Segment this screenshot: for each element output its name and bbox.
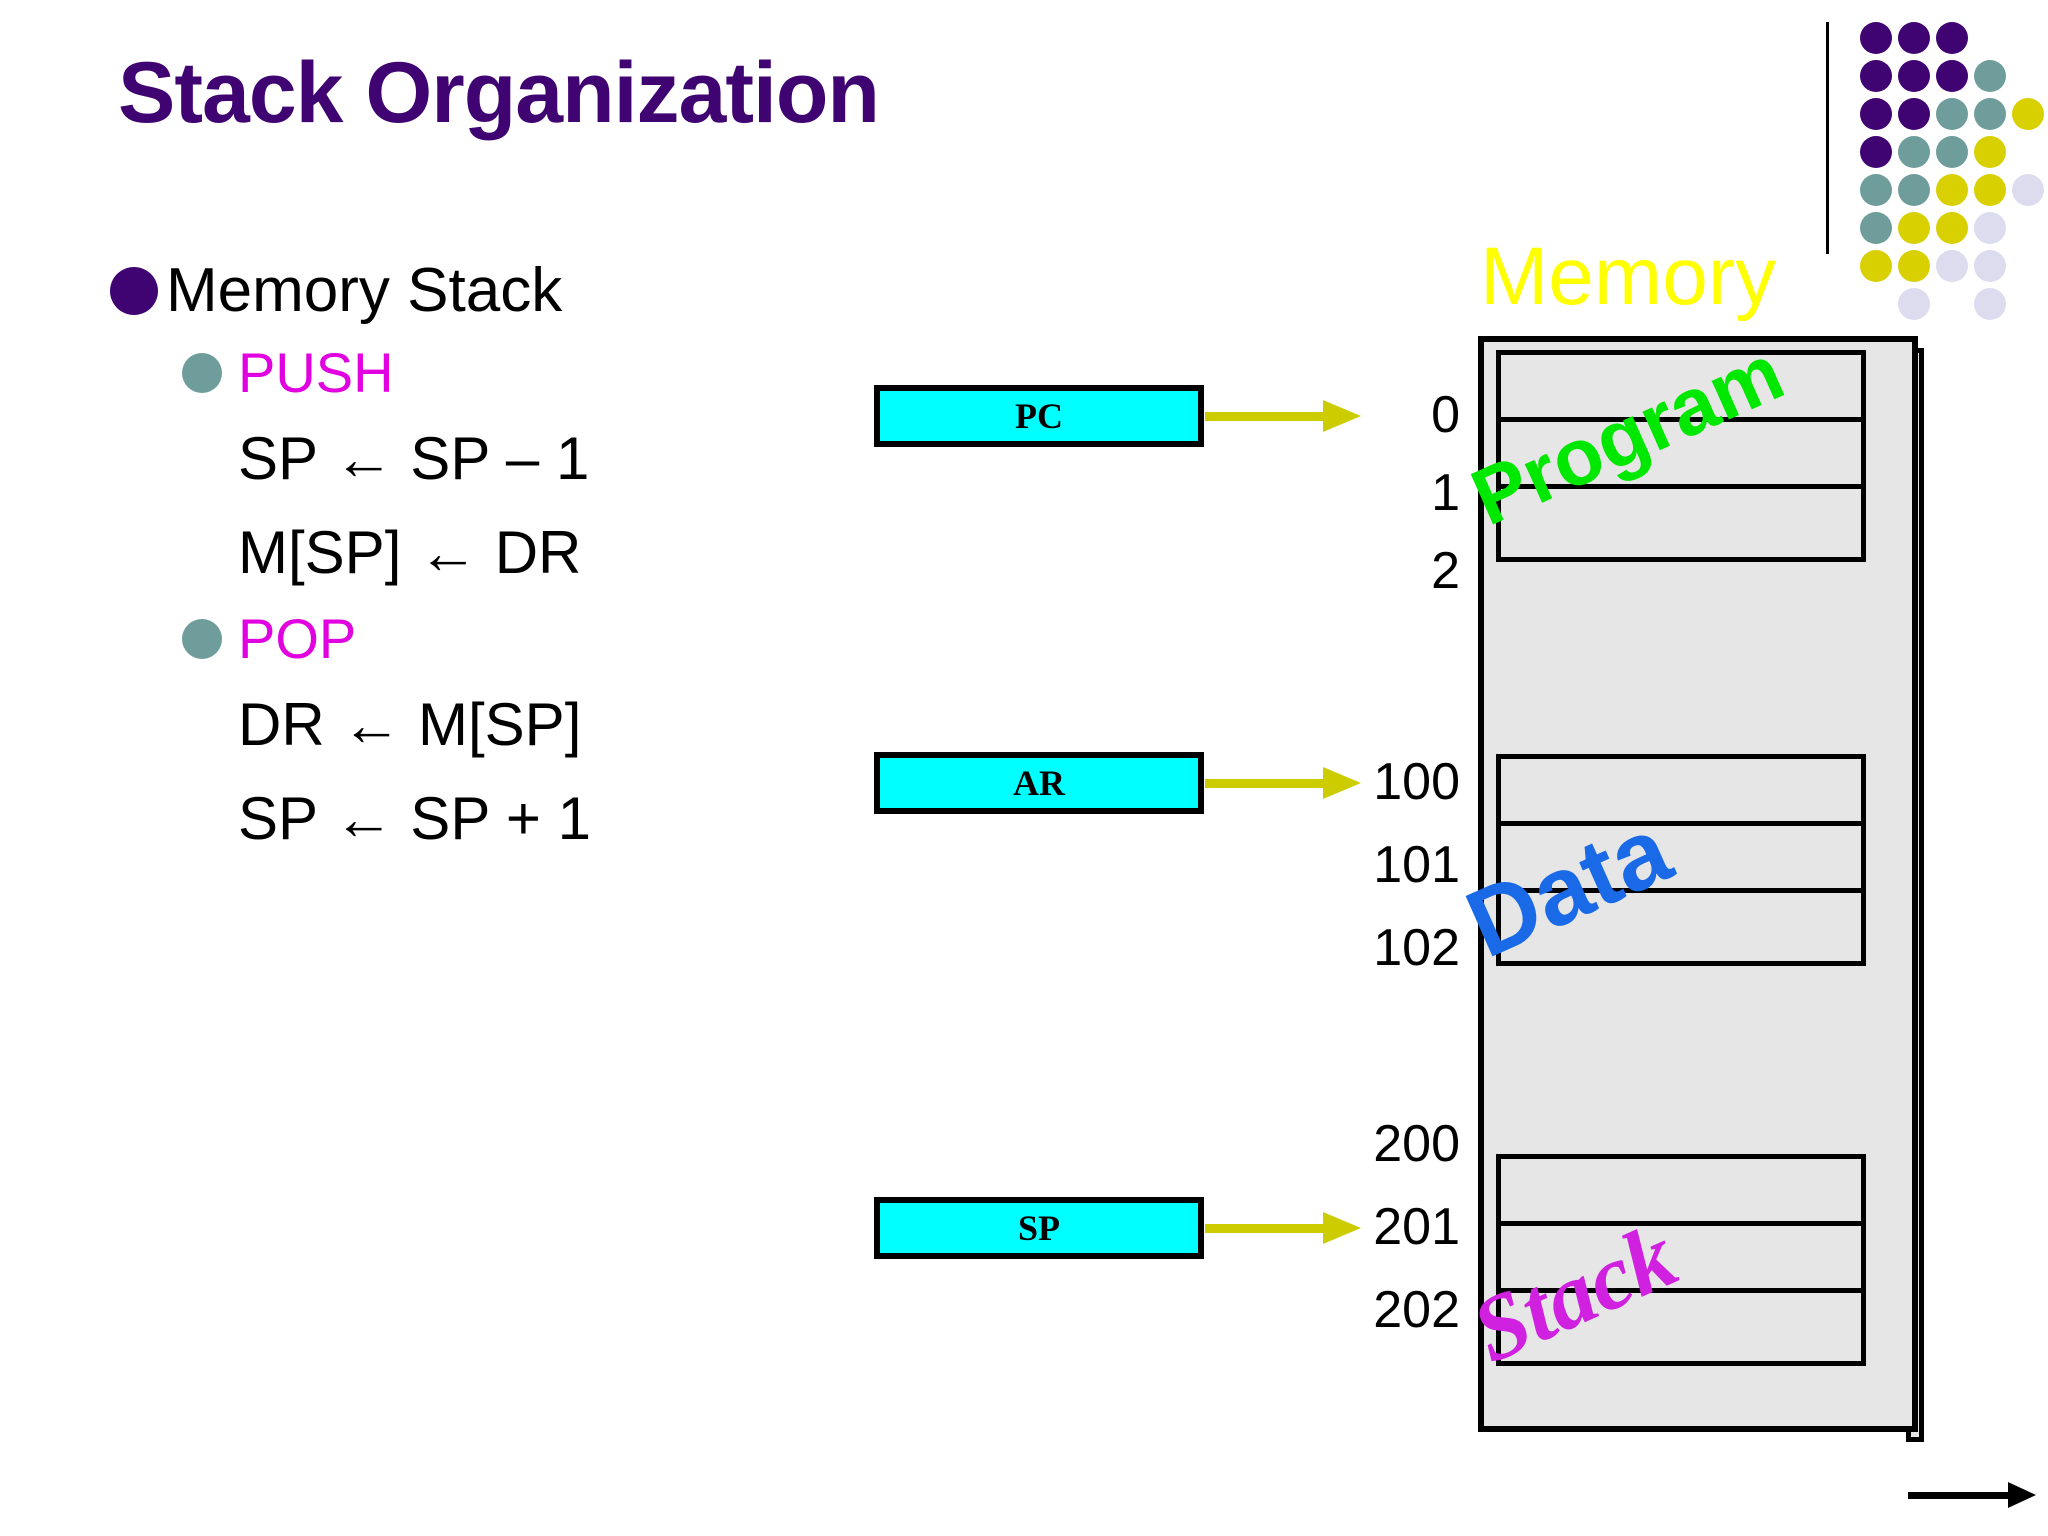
address-label-0: 0	[1431, 386, 1460, 444]
operation-text: SP ← SP + 1	[238, 785, 591, 852]
memory-region-data	[1496, 754, 1866, 966]
memory-cell	[1501, 1159, 1861, 1226]
decorative-dot	[1898, 60, 1930, 92]
memory-cell	[1501, 489, 1861, 556]
decorative-dot	[1936, 250, 1968, 282]
list-item-pop: POP	[182, 600, 870, 678]
register-label: PC	[1015, 396, 1063, 436]
bullet-list: Memory Stack PUSH SP ← SP – 1 M[SP] ← DR…	[110, 248, 870, 866]
list-item-label: POP	[238, 607, 357, 670]
decorative-dot	[1860, 136, 1892, 168]
decorative-dot	[1898, 136, 1930, 168]
decorative-dot	[1898, 212, 1930, 244]
arrow-head	[1323, 767, 1361, 799]
arrow-head	[1323, 1212, 1361, 1244]
address-label-201: 201	[1373, 1198, 1460, 1256]
decorative-dot	[1898, 22, 1930, 54]
list-item-label: Memory Stack	[166, 256, 563, 325]
decorative-dot	[1860, 250, 1892, 282]
list-item-push: PUSH	[182, 334, 870, 412]
arrow-shaft	[1205, 412, 1330, 421]
memory-cell	[1501, 826, 1861, 893]
memory-region-stack	[1496, 1154, 1866, 1366]
operation-text: M[SP] ← DR	[238, 519, 582, 586]
decorative-dot	[1974, 250, 2006, 282]
decorative-dot	[1860, 212, 1892, 244]
bullet-dot-level2-icon	[182, 353, 222, 393]
decorative-dot	[2012, 174, 2044, 206]
push-operation-line: M[SP] ← DR	[238, 506, 870, 600]
pop-operation-line: SP ← SP + 1	[238, 772, 870, 866]
decorative-dot	[1898, 174, 1930, 206]
pointer-arrow-sp-icon	[1205, 1208, 1375, 1248]
arrow-shaft	[1205, 779, 1330, 788]
address-label-100: 100	[1373, 753, 1460, 811]
decorative-dot	[1974, 174, 2006, 206]
decorative-dot	[1860, 22, 1892, 54]
memory-cell	[1501, 893, 1861, 960]
decorative-dot	[1974, 136, 2006, 168]
decorative-dot	[1936, 174, 1968, 206]
bullet-dot-level2-icon	[182, 619, 222, 659]
decorative-divider-line	[1826, 22, 1829, 254]
list-item-label: PUSH	[238, 341, 394, 404]
decorative-dot	[1936, 22, 1968, 54]
memory-block	[1478, 336, 1918, 1432]
address-label-1: 1	[1431, 464, 1460, 522]
decorative-dot	[1898, 250, 1930, 282]
register-box-pc: PC	[874, 385, 1204, 447]
memory-heading: Memory	[1480, 231, 1777, 322]
decorative-dot	[1898, 288, 1930, 320]
decorative-dot	[1936, 136, 1968, 168]
decorative-dot	[1974, 288, 2006, 320]
register-label: SP	[1017, 1208, 1060, 1248]
arrow-head	[1323, 400, 1361, 432]
operation-text: SP ← SP – 1	[238, 425, 590, 492]
decorative-dot	[1936, 60, 1968, 92]
address-label-200: 200	[1373, 1115, 1460, 1173]
memory-cell	[1501, 422, 1861, 489]
next-slide-arrow-icon[interactable]	[1908, 1482, 2040, 1508]
decorative-dot	[1974, 98, 2006, 130]
pointer-arrow-pc-icon	[1205, 396, 1375, 436]
decorative-dot	[1936, 98, 1968, 130]
pointer-arrow-ar-icon	[1205, 763, 1375, 803]
list-item-memory-stack: Memory Stack	[110, 248, 870, 334]
register-label: AR	[1013, 763, 1065, 803]
arrow-shaft	[1908, 1492, 2014, 1499]
memory-cell	[1501, 1293, 1861, 1360]
decorative-dot	[1860, 98, 1892, 130]
arrow-head	[2008, 1482, 2036, 1508]
operation-text: DR ← M[SP]	[238, 691, 582, 758]
register-box-ar: AR	[874, 752, 1204, 814]
bullet-dot-level1-icon	[110, 267, 158, 315]
address-label-2: 2	[1431, 542, 1460, 600]
decorative-dot-grid-icon	[1860, 22, 2048, 322]
decorative-dot	[1860, 60, 1892, 92]
memory-cell	[1501, 1226, 1861, 1293]
arrow-shaft	[1205, 1224, 1330, 1233]
decorative-dot	[1898, 98, 1930, 130]
address-label-202: 202	[1373, 1281, 1460, 1339]
memory-cell	[1501, 759, 1861, 826]
decorative-dot	[1974, 212, 2006, 244]
register-box-sp: SP	[874, 1197, 1204, 1259]
pop-operation-line: DR ← M[SP]	[238, 678, 870, 772]
push-operation-line: SP ← SP – 1	[238, 412, 870, 506]
memory-cell	[1501, 355, 1861, 422]
memory-region-program	[1496, 350, 1866, 562]
decorative-dot	[1974, 60, 2006, 92]
address-label-101: 101	[1373, 836, 1460, 894]
decorative-dot	[1860, 174, 1892, 206]
page-title: Stack Organization	[118, 45, 880, 141]
address-label-102: 102	[1373, 919, 1460, 977]
decorative-dot	[1936, 212, 1968, 244]
decorative-dot	[2012, 98, 2044, 130]
